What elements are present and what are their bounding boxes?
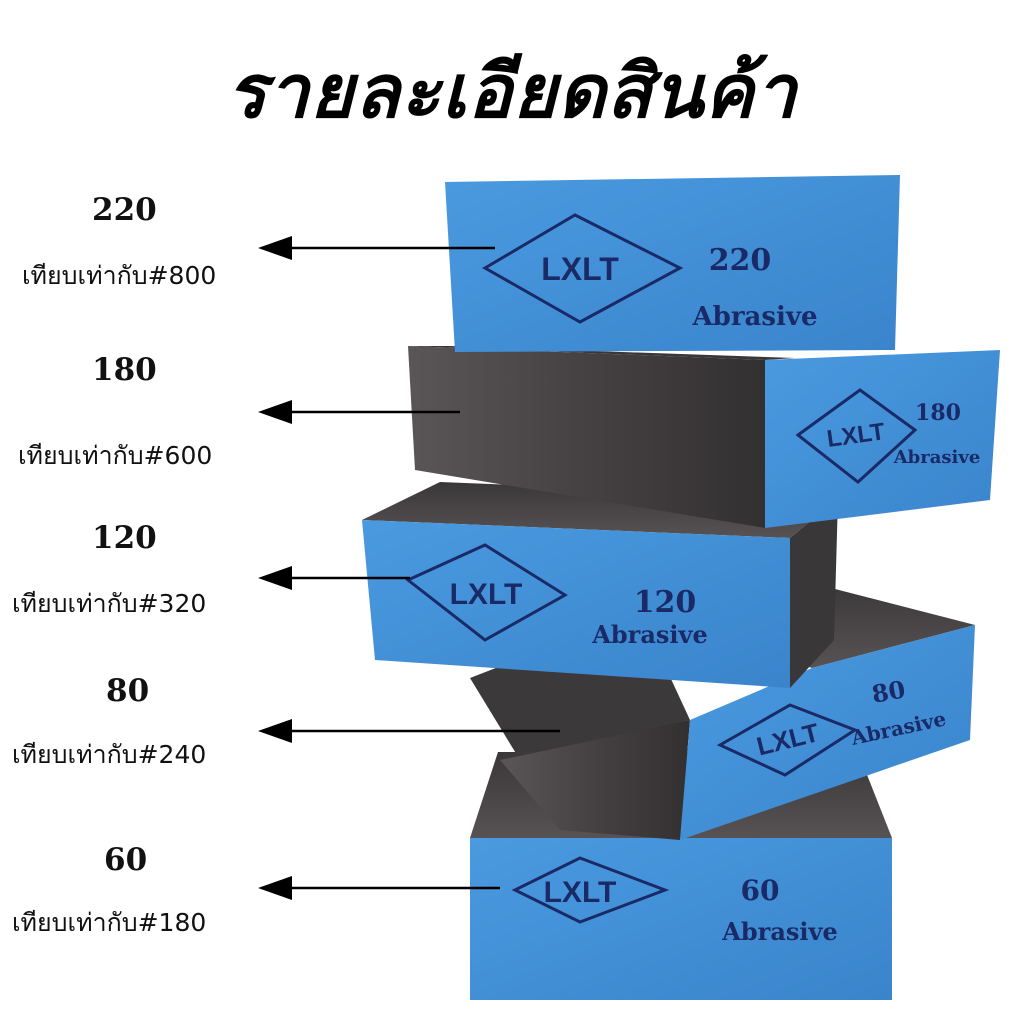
stamp-grit: 60 <box>741 874 780 907</box>
stamp-grit: 80 <box>870 674 908 708</box>
sponge-block-220: LXLT 220 Abrasive <box>445 175 900 352</box>
sponge-block-120: LXLT 120 Abrasive <box>362 482 838 688</box>
equivalent-label-240: เทียบเท่ากับ#240 <box>12 740 207 769</box>
lxlt-diamond-stamp <box>795 388 918 484</box>
stamp-grit: 120 <box>634 585 697 620</box>
grit-label-80: 80 <box>106 673 150 709</box>
equivalent-label-180: เทียบเท่ากับ#180 <box>12 908 207 937</box>
grit-label-120: 120 <box>92 520 157 556</box>
equivalent-label-600: เทียบเท่ากับ#600 <box>18 441 213 470</box>
stamp-word: Abrasive <box>691 302 817 332</box>
lxlt-diamond-stamp <box>716 703 859 777</box>
stamp-grit: 180 <box>915 400 961 426</box>
lxlt-diamond-stamp <box>405 543 568 642</box>
stamp-word: Abrasive <box>721 917 837 946</box>
equivalent-label-320: เทียบเท่ากับ#320 <box>12 589 207 618</box>
grit-label-220: 220 <box>92 192 157 228</box>
sponge-block-180: LXLT 180 Abrasive <box>408 346 1000 528</box>
equivalent-label-800: เทียบเท่ากับ#800 <box>22 261 217 290</box>
stamp-word: Abrasive <box>893 447 981 468</box>
stamp-grit: 220 <box>709 243 772 278</box>
pointer-arrows <box>258 236 560 900</box>
stamp-word: Abrasive <box>591 620 707 649</box>
lxlt-diamond-stamp <box>482 213 684 324</box>
grit-label-60: 60 <box>104 842 148 878</box>
stamp-brand: LXLT <box>541 251 619 287</box>
stamp-brand: LXLT <box>450 578 523 611</box>
stamp-brand: LXLT <box>544 876 617 909</box>
grit-label-180: 180 <box>92 352 157 388</box>
lxlt-diamond-stamp <box>511 856 670 924</box>
page-title: รายละเอียดสินค้า <box>226 49 798 135</box>
